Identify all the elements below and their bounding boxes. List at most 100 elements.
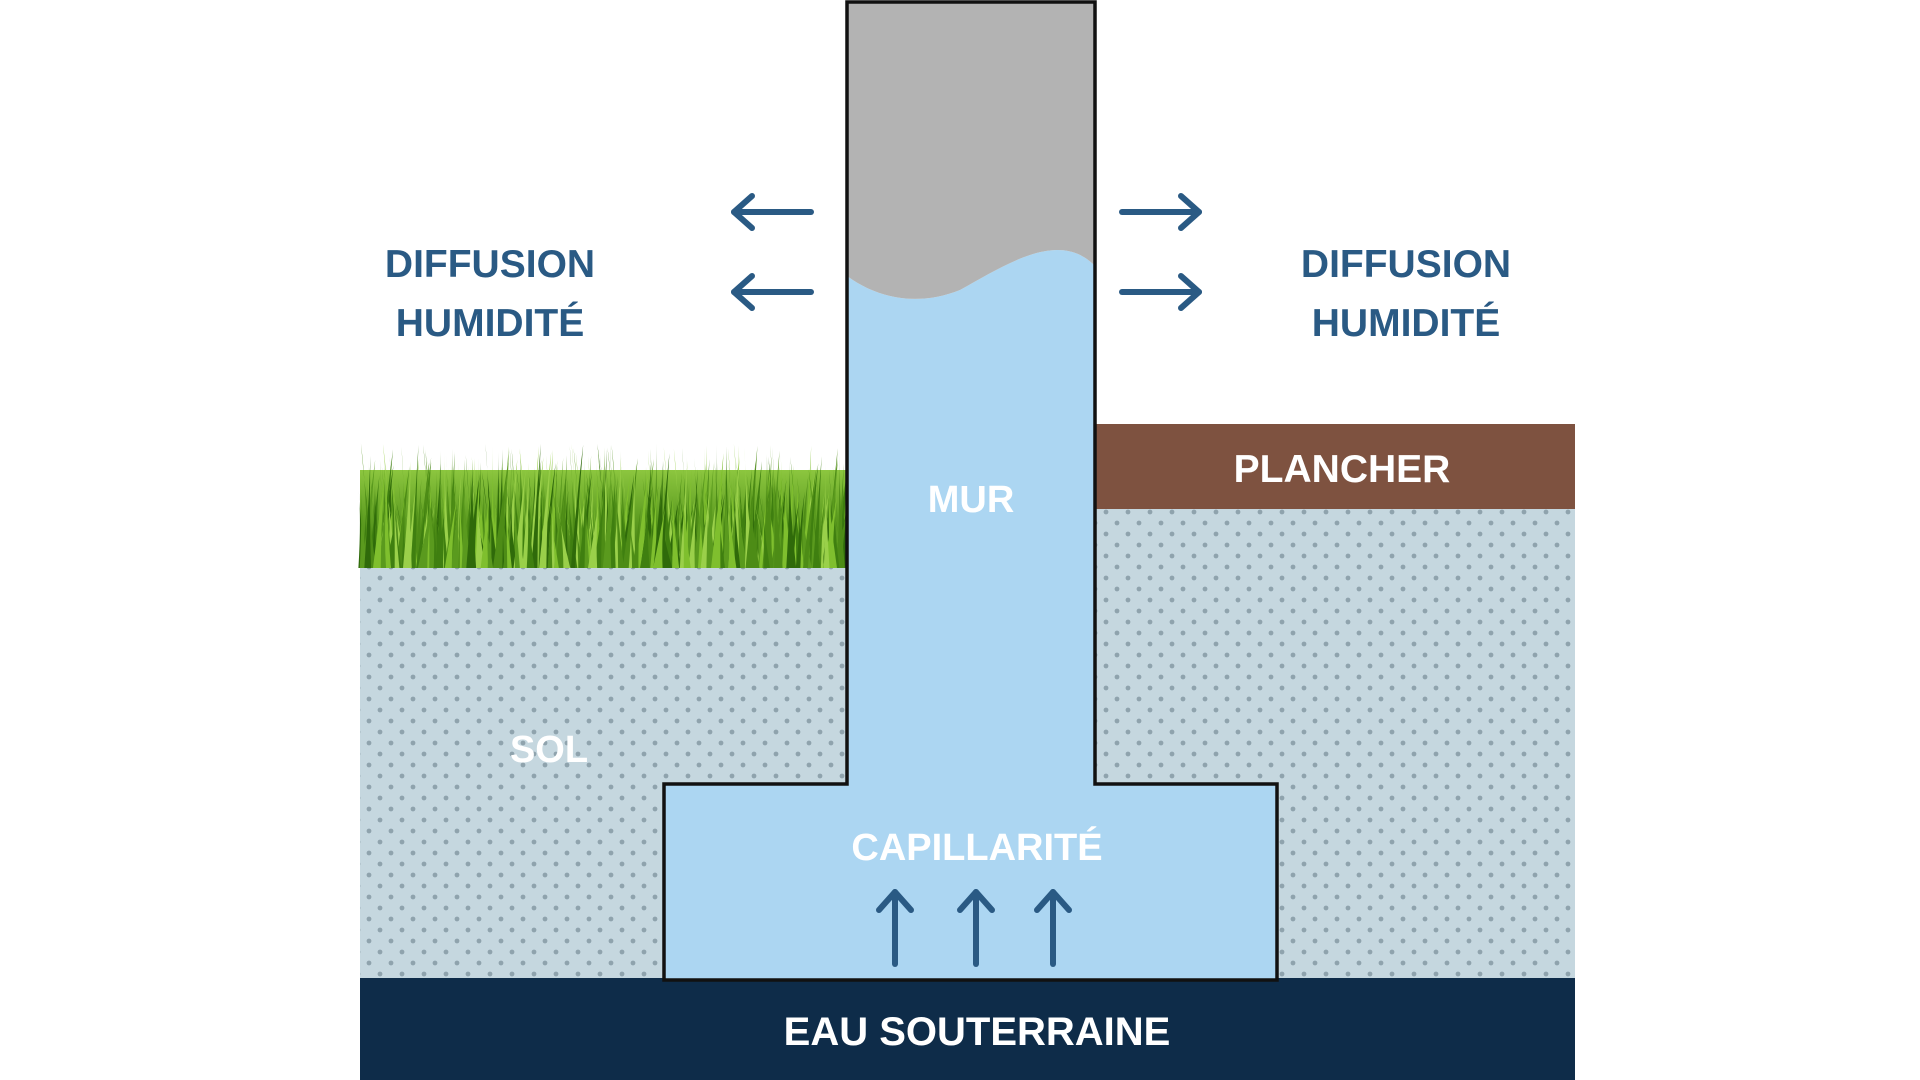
grass-blade [506,485,518,568]
grass-blade [359,479,368,568]
grass-blade [501,460,512,568]
grass-blade [461,468,472,568]
grass-blade [485,444,498,568]
grass-blade [433,502,439,568]
grass-blade [557,501,571,568]
grass-blade [728,495,737,568]
grass-blade [475,485,485,568]
wall-wet [664,249,1277,980]
grass-blade [632,507,641,568]
grass-blade [784,473,797,568]
grass-blade [653,507,665,568]
grass-blade [487,499,492,568]
grass-blade [511,453,520,568]
grass-blade [566,475,578,568]
grass-blade [693,463,707,568]
grass-blade [778,493,787,568]
grass-blade [646,489,660,568]
grass-blade [385,512,397,568]
right-diffusion-line2: HUMIDITÉ [1312,301,1501,345]
grass-blade [440,477,449,568]
grass-blade [670,473,680,568]
grass-blade [539,451,552,568]
grass-blade [466,460,477,568]
grass-blade [688,500,697,568]
grass-blade [727,484,737,568]
grass-blade [745,445,758,568]
grass-blade [788,501,800,568]
grass-blade [482,489,494,568]
grass-blade [796,476,812,568]
grass-blade [812,456,822,568]
grass-blade [480,488,490,568]
arrow-up-icon [1034,889,1072,967]
grass-blade [816,489,825,568]
grass-blade [536,475,546,568]
grass-blade [444,484,456,568]
grass-blade [733,475,741,568]
grass-blade [611,444,625,568]
grass-blade [364,455,372,568]
grass-blade [587,475,594,568]
grass-blade [392,472,400,568]
grass-blade [522,462,530,568]
grass-blade [694,471,707,568]
grass-blade [822,495,838,568]
grass-blade [586,471,598,568]
grass-blade [444,500,457,568]
grass-blade [618,480,631,568]
floor-label: PLANCHER [1234,448,1451,491]
grass-blade [587,502,599,568]
grass-blade [659,510,673,568]
left-diffusion-line2: HUMIDITÉ [396,301,585,345]
grass-blade [573,448,588,568]
arrow-right-icon [1119,273,1202,311]
grass-blade [607,473,616,568]
grass-blade [425,449,438,568]
arrow-up-icon [957,889,995,967]
grass-blade [573,506,584,568]
grass-blade [823,462,830,568]
soil-label: SOL [510,729,588,771]
grass-blade [492,464,508,568]
grass-blade [622,458,638,568]
grass-blade [580,481,594,568]
arrow-left-icon [731,193,814,231]
grass-blade [723,462,732,568]
grass-blade [678,491,692,568]
grass-blade [559,455,567,568]
grass-blade [761,495,770,568]
grass-blade [778,478,793,568]
grass-blade [603,443,613,568]
right-diffusion-line1: DIFFUSION [1301,243,1511,286]
arrow-left-icon [731,273,814,311]
grass-blade [700,483,711,568]
grass-blade [762,456,773,568]
grass-blade [529,446,539,568]
grass-blade [465,454,476,568]
grass-texture [358,443,851,568]
grass-blade [451,486,460,568]
grass-blade [531,443,541,568]
grass-blade [395,466,410,568]
grass-blade [372,468,386,568]
grass-blade [560,491,569,568]
grass-blade [627,500,640,568]
groundwater-label: EAU SOUTERRAINE [784,1010,1171,1054]
grass-blade [513,469,526,568]
grass-blade [734,475,748,568]
grass-blade [786,461,797,568]
grass-blade [594,457,602,568]
grass-blade [578,482,588,568]
arrow-up-icon [876,889,914,967]
grass-blade [402,461,412,568]
grass-blade [526,497,535,568]
grass-blade [409,503,419,568]
grass-blade [551,499,556,568]
grass-blade [481,471,496,568]
wall-outline [662,0,1279,982]
grass-blade [835,483,845,568]
grass-blade [680,468,691,568]
grass-blade [410,445,419,568]
grass-blade [432,470,438,568]
